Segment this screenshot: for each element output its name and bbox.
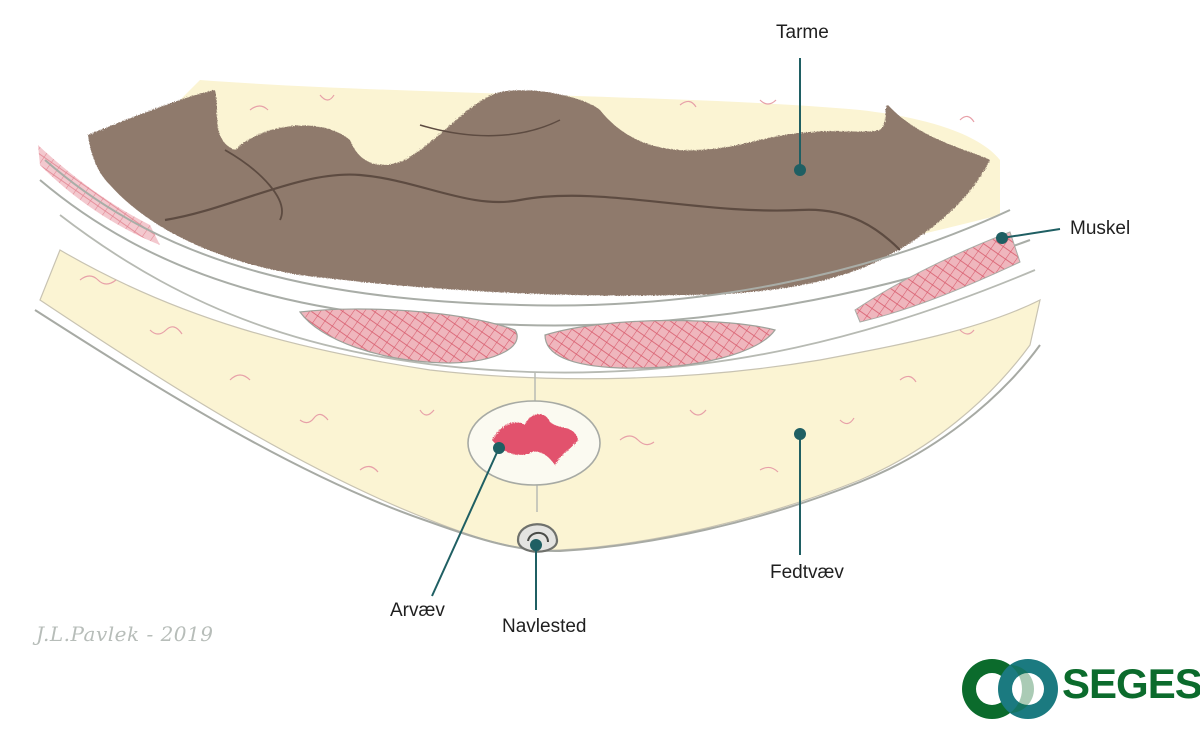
muscle-right [854, 231, 1021, 323]
arvaev-marker [493, 442, 505, 454]
skin-outline [34, 309, 1041, 553]
leader-dots [493, 164, 1008, 551]
label-muskel: Muskel [1070, 218, 1131, 239]
fascia-line [59, 214, 1036, 374]
intestine-mass [88, 90, 990, 296]
intestine-fold-2 [224, 149, 283, 221]
peritoneum-line-2 [39, 179, 1031, 327]
navlested-marker [530, 539, 542, 551]
label-navlested: Navlested [502, 616, 587, 637]
muscle-center-left [298, 308, 518, 364]
logo-wordmark: SEGES [1062, 660, 1200, 707]
seges-logo: SEGES [958, 654, 1200, 724]
fat-layer-lower [39, 249, 1041, 551]
artist-signature: J.L.Pavlek - 2019 [36, 622, 214, 646]
muskel-marker [996, 232, 1008, 244]
intestine-fold-3 [419, 119, 561, 137]
scar-tissue [492, 414, 578, 465]
peritoneum-line-1 [44, 159, 1011, 307]
tarme-marker [794, 164, 806, 176]
navel [516, 523, 559, 553]
label-arvaev: Arvæv [390, 600, 445, 621]
fat-vessels [79, 94, 975, 473]
label-fedtvaev: Fedtvæv [770, 562, 844, 583]
intestine-fold-1 [164, 173, 901, 251]
label-tarme: Tarme [776, 22, 829, 43]
muscle-center-right [544, 319, 776, 369]
leader-lines [431, 58, 1061, 610]
fedtvaev-marker [794, 428, 806, 440]
logo-rings-icon [962, 659, 1058, 719]
